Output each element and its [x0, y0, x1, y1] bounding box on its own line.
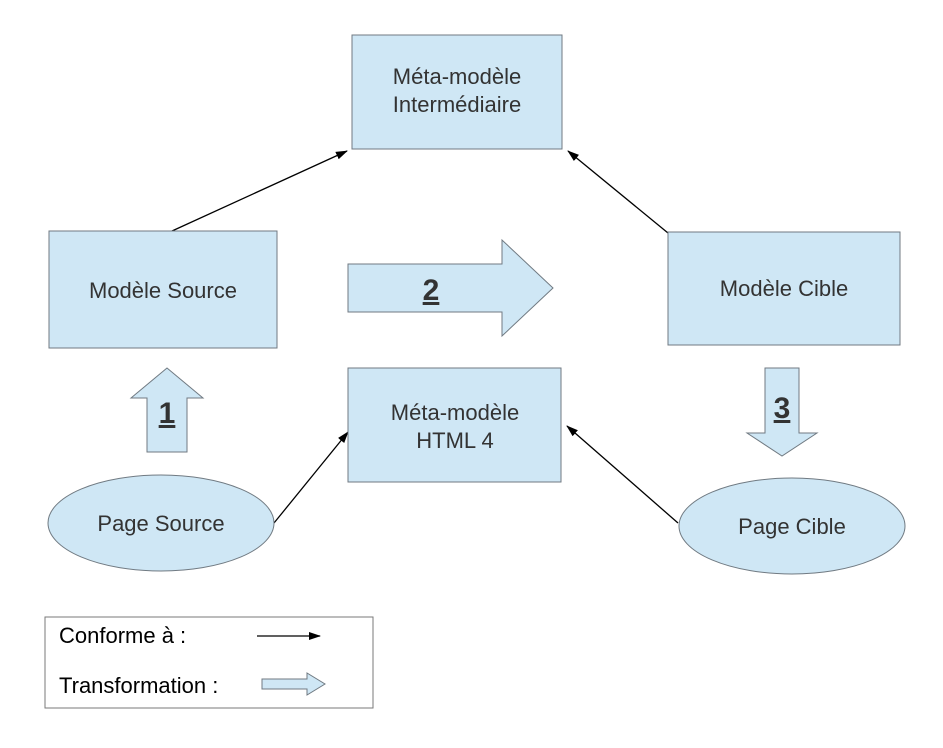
node-page-cible-label: Page Cible — [738, 514, 846, 539]
legend-transformation-label: Transformation : — [59, 673, 218, 698]
connector-page-cible-to-html — [566, 425, 679, 524]
node-page-source: Page Source — [47, 474, 275, 572]
legend-conforme-label: Conforme à : — [59, 623, 186, 648]
node-meta-html-line1: Méta-modèle — [391, 400, 519, 425]
legend: Conforme à : Transformation : — [44, 616, 374, 709]
transformation-arrow-1: 1 — [129, 367, 205, 453]
connector-source-to-intermediaire — [171, 150, 348, 232]
node-meta-modele-html: Méta-modèle HTML 4 — [347, 367, 562, 483]
connector-page-source-to-html — [273, 431, 349, 524]
node-meta-html-line2: HTML 4 — [416, 428, 493, 453]
node-page-cible: Page Cible — [678, 477, 906, 575]
connector-cible-to-intermediaire — [567, 150, 669, 234]
node-modele-source: Modèle Source — [48, 230, 278, 349]
node-modele-cible: Modèle Cible — [667, 231, 901, 346]
step-1-label: 1 — [159, 397, 176, 430]
node-modele-cible-label: Modèle Cible — [720, 276, 848, 301]
node-page-source-label: Page Source — [97, 511, 224, 536]
node-modele-source-label: Modèle Source — [89, 278, 237, 303]
node-meta-modele-intermediaire: Méta-modèle Intermédiaire — [351, 34, 563, 150]
legend-transformation-arrow — [261, 672, 326, 696]
transformation-arrow-2: 2 — [347, 238, 554, 338]
transformation-arrow-3: 3 — [745, 367, 819, 457]
step-2-label: 2 — [423, 274, 440, 307]
step-3-label: 3 — [774, 392, 791, 425]
node-meta-intermediaire-line1: Méta-modèle — [393, 64, 521, 89]
node-meta-intermediaire-line2: Intermédiaire — [393, 92, 521, 117]
